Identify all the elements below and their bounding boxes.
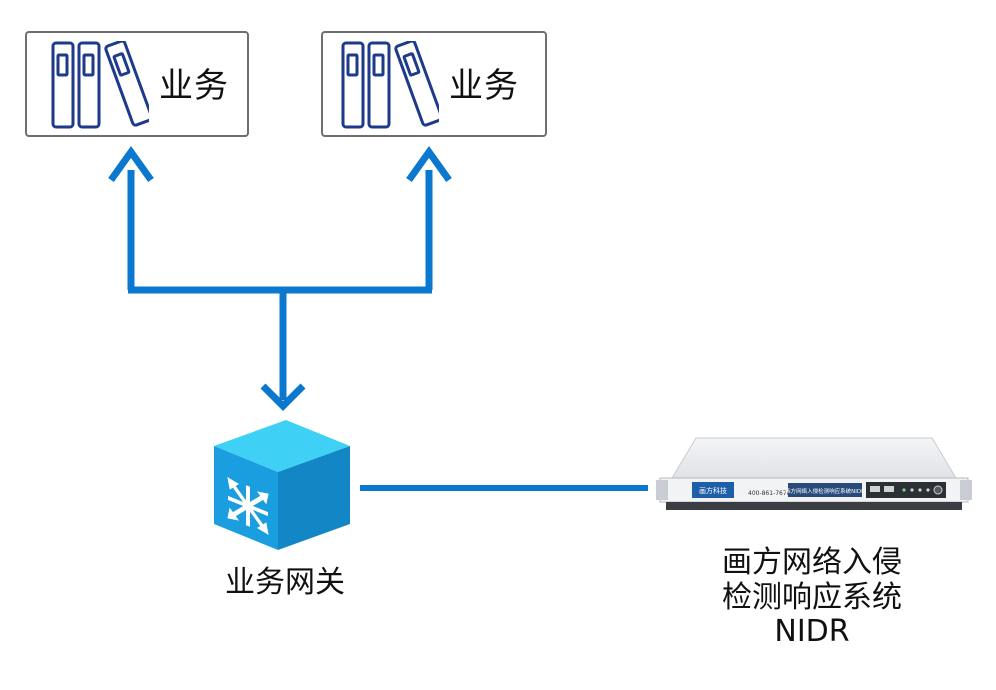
panel-phone-text: 400-861-7678 [748, 490, 791, 497]
binders-icon [341, 41, 439, 129]
arrowhead-up-left [108, 145, 154, 183]
device-label-line-1: 画方网络入侵 [722, 545, 902, 580]
panel-name-text: 画方网络入侵检测响应系统NIDR [785, 487, 865, 495]
gateway-label: 业务网关 [225, 565, 345, 600]
arrowhead-up-right [406, 145, 452, 183]
service-label: 业务 [159, 66, 229, 106]
device-label-line-3: NIDR [774, 614, 850, 649]
service-label: 业务 [449, 66, 519, 106]
arrowhead-down [260, 383, 306, 411]
service-box-1[interactable]: 业务 [25, 31, 249, 137]
nidr-device-image[interactable]: 画方科技 400-861-7678 画方网络入侵检测响应系统NIDR [656, 436, 972, 516]
switch-cube-icon[interactable] [212, 418, 352, 553]
device-label: 画方网络入侵 检测响应系统 NIDR [672, 545, 952, 650]
panel-brand-text: 画方科技 [699, 486, 727, 495]
binders-icon [51, 41, 149, 129]
service-box-2[interactable]: 业务 [321, 31, 547, 137]
device-label-line-2: 检测响应系统 [722, 579, 902, 615]
